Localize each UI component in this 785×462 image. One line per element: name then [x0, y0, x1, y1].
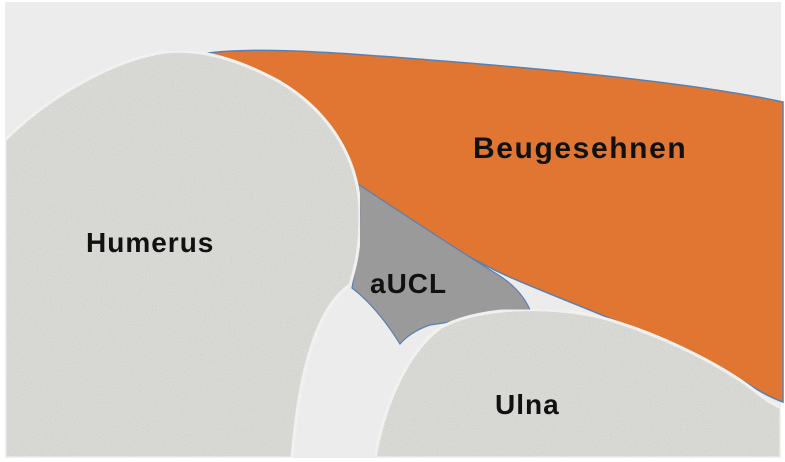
ulna-label: Ulna: [495, 391, 560, 419]
humerus-label: Humerus: [86, 229, 214, 257]
flexor-tendons-label: Beugesehnen: [473, 134, 687, 164]
aucl-label: aUCL: [370, 270, 447, 298]
